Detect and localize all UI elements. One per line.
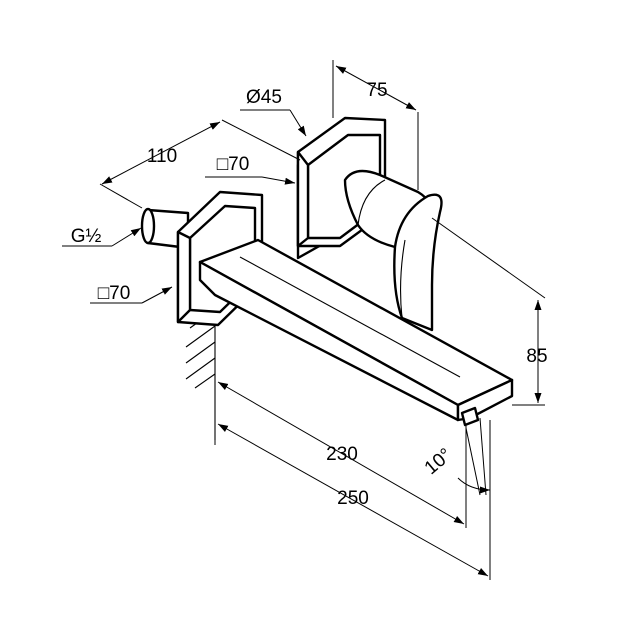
dimension-lines — [62, 60, 546, 580]
dim-angle-label: 10° — [421, 445, 457, 480]
dim-thread-label: G½ — [71, 226, 102, 247]
dim-plate-upper-label: □70 — [217, 154, 250, 175]
dim-plate-lower-label: □70 — [98, 283, 131, 304]
spout-top — [198, 238, 514, 407]
lever-handle — [393, 193, 443, 332]
dim-110-label: 110 — [147, 146, 177, 167]
dim-diameter-label: Ø45 — [246, 87, 282, 108]
dim-250-label: 250 — [337, 488, 369, 509]
dim-85-label: 85 — [526, 346, 547, 367]
spout-assembly — [176, 190, 514, 427]
dim-230-label: 230 — [326, 444, 358, 465]
mixer-body — [296, 116, 443, 332]
dim-75-label: 75 — [366, 80, 387, 101]
